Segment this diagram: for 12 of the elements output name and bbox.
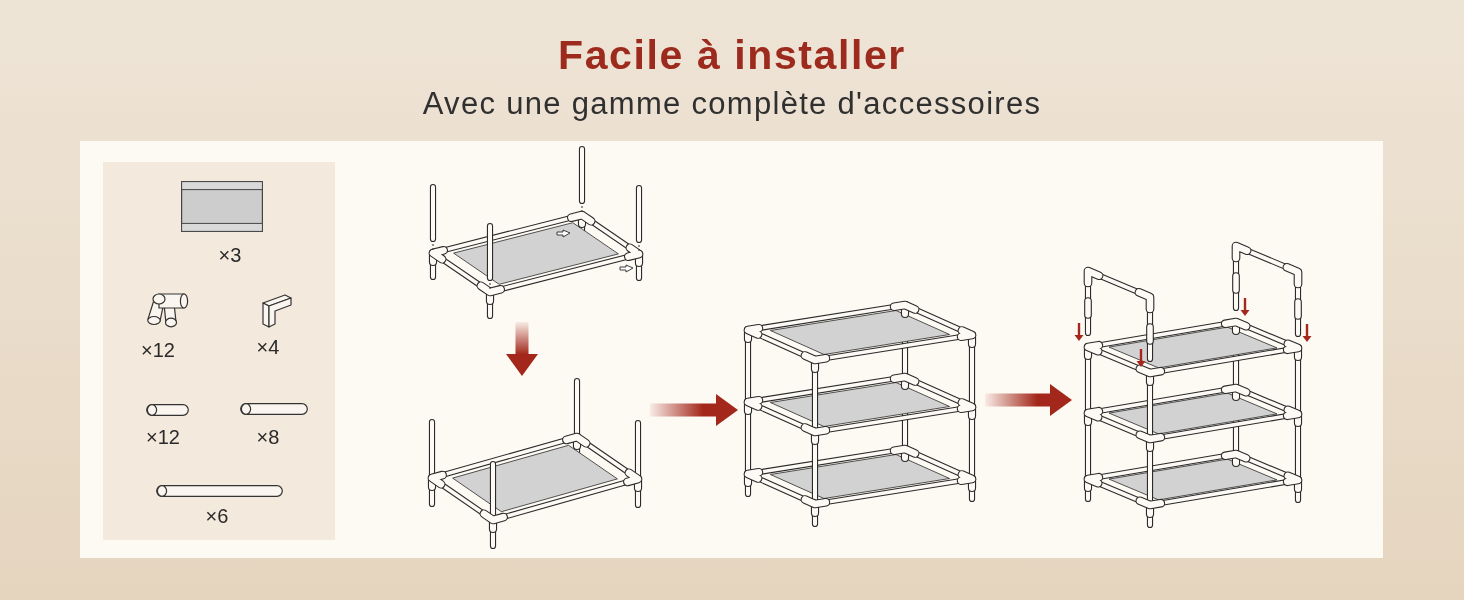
- quantity-label: ×12: [141, 339, 175, 361]
- quantity-label: ×3: [218, 244, 242, 266]
- arrow: [985, 384, 1072, 416]
- arrow: [506, 322, 538, 376]
- arrow: [650, 394, 738, 426]
- title: Facile à installer: [558, 33, 906, 79]
- quantity-label: ×8: [256, 426, 280, 448]
- subtitle: Avec une gamme complète d'accessoires: [422, 86, 1042, 122]
- quantity-label: ×6: [205, 505, 229, 527]
- quantity-label: ×12: [146, 426, 180, 448]
- quantity-label: ×4: [256, 336, 280, 358]
- parts-panel: [103, 162, 335, 540]
